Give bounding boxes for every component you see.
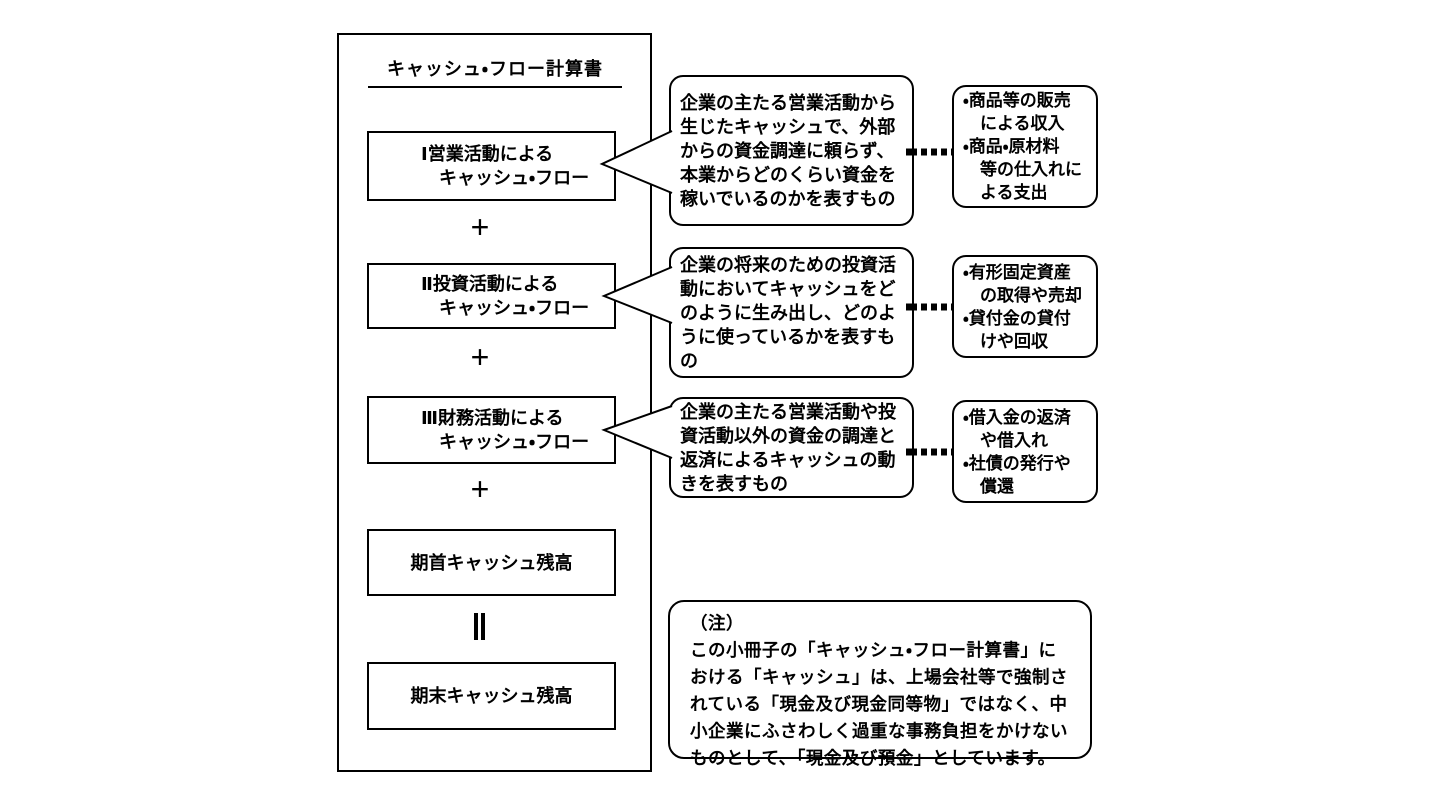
description-investing-line: のように生み出し、どのよ [680,302,896,323]
statement-box-ending-balance: 期末キャッシュ残高 [367,662,616,730]
example-operating-line: よる支出 [963,183,1048,202]
beginning-balance-label: 期首キャッシュ残高 [410,552,573,573]
description-bubble-financing: 企業の主たる営業活動や投 資活動以外の資金の調達と 返済によるキャッシュの動 き… [669,397,914,498]
example-investing-line: けや回収 [963,331,1048,351]
example-investing-line: の取得や売却 [963,285,1082,305]
example-operating-line: による収入 [963,114,1065,133]
example-operating-line: ・商品等の販売 [963,91,1071,110]
example-investing-line: ・貸付金の貸付 [963,308,1071,328]
statement-box-operating: Ⅰ営業活動による キャッシュ・フロー [367,131,616,201]
description-investing-line: 企業の将来のための投資活 [680,254,896,275]
plus-operator-2: + [470,339,490,375]
statement-box-financing-line2: キャッシュ・フロー [421,432,590,452]
examples-box-investing: ・有形固定資産 の取得や売却 ・貸付金の貸付 けや回収 [952,255,1098,358]
description-financing-line: きを表すもの [680,473,788,494]
description-bubble-operating: 企業の主たる営業活動から 生じたキャッシュで、外部 からの資金調達に頼らず、 本… [669,75,914,226]
description-investing-line: の [680,350,698,371]
plus-operator-1: + [470,209,490,245]
example-investing-line: ・有形固定資産 [963,262,1071,282]
statement-box-financing-line1: Ⅲ財務活動による [421,408,564,428]
description-operating-line: 生じたキャッシュで、外部 [680,116,896,137]
statement-box-investing-line1: Ⅱ投資活動による [421,274,559,294]
description-operating-line: からの資金調達に頼らず、 [680,140,895,161]
statement-box-investing-line2: キャッシュ・フロー [421,298,590,318]
statement-box-operating-line1: Ⅰ営業活動による [421,144,554,164]
equals-operator [474,613,485,640]
ending-balance-label: 期末キャッシュ残高 [410,686,573,706]
diagram-title: キャッシュ・フロー計算書 [368,56,622,88]
description-financing-line: 企業の主たる営業活動や投 [680,401,896,422]
plus-operator-3: + [470,471,490,507]
description-operating-line: 本業からどのくらい資金を [680,164,896,185]
note-line: 小企業にふさわしく過重な事務負担をかけない [690,721,1068,741]
statement-box-investing: Ⅱ投資活動による キャッシュ・フロー [367,263,616,329]
note-box: （注） この小冊子の「キャッシュ・フロー計算書」に おける「キャッシュ」は、上場… [668,600,1092,768]
example-financing-line: ・社債の発行や [963,453,1071,473]
note-label: （注） [690,613,744,633]
statement-box-financing: Ⅲ財務活動による キャッシュ・フロー [367,396,616,464]
example-financing-line: 償還 [963,476,1014,496]
description-financing-line: 返済によるキャッシュの動 [680,449,896,470]
example-operating-line: ・商品・原材料 [963,137,1060,156]
description-bubble-investing: 企業の将来のための投資活 動においてキャッシュをど のように生み出し、どのよ う… [669,247,914,378]
example-financing-line: や借入れ [963,430,1048,450]
description-operating-line: 稼いでいるのかを表すもの [680,188,896,209]
note-line: おける「キャッシュ」は、上場会社等で強制さ [690,667,1068,687]
description-investing-line: うに使っているかを表すも [680,326,896,347]
examples-box-operating: ・商品等の販売 による収入 ・商品・原材料 等の仕入れに よる支出 [952,85,1098,208]
note-line: この小冊子の「キャッシュ・フロー計算書」に [690,640,1057,660]
description-investing-line: 動においてキャッシュをど [680,278,896,299]
statement-box-operating-line2: キャッシュ・フロー [421,168,590,188]
statement-box-beginning-balance: 期首キャッシュ残高 [367,529,616,596]
description-operating-line: 企業の主たる営業活動から [680,92,896,113]
note-line: ものとして、「現金及び預金」としています。 [690,748,1056,768]
examples-box-financing: ・借入金の返済 や借入れ ・社債の発行や 償還 [952,400,1098,503]
example-financing-line: ・借入金の返済 [963,407,1071,427]
description-financing-line: 資活動以外の資金の調達と [680,425,896,446]
note-line: れている「現金及び現金同等物」ではなく、中 [690,694,1068,714]
example-operating-line: 等の仕入れに [963,160,1082,179]
